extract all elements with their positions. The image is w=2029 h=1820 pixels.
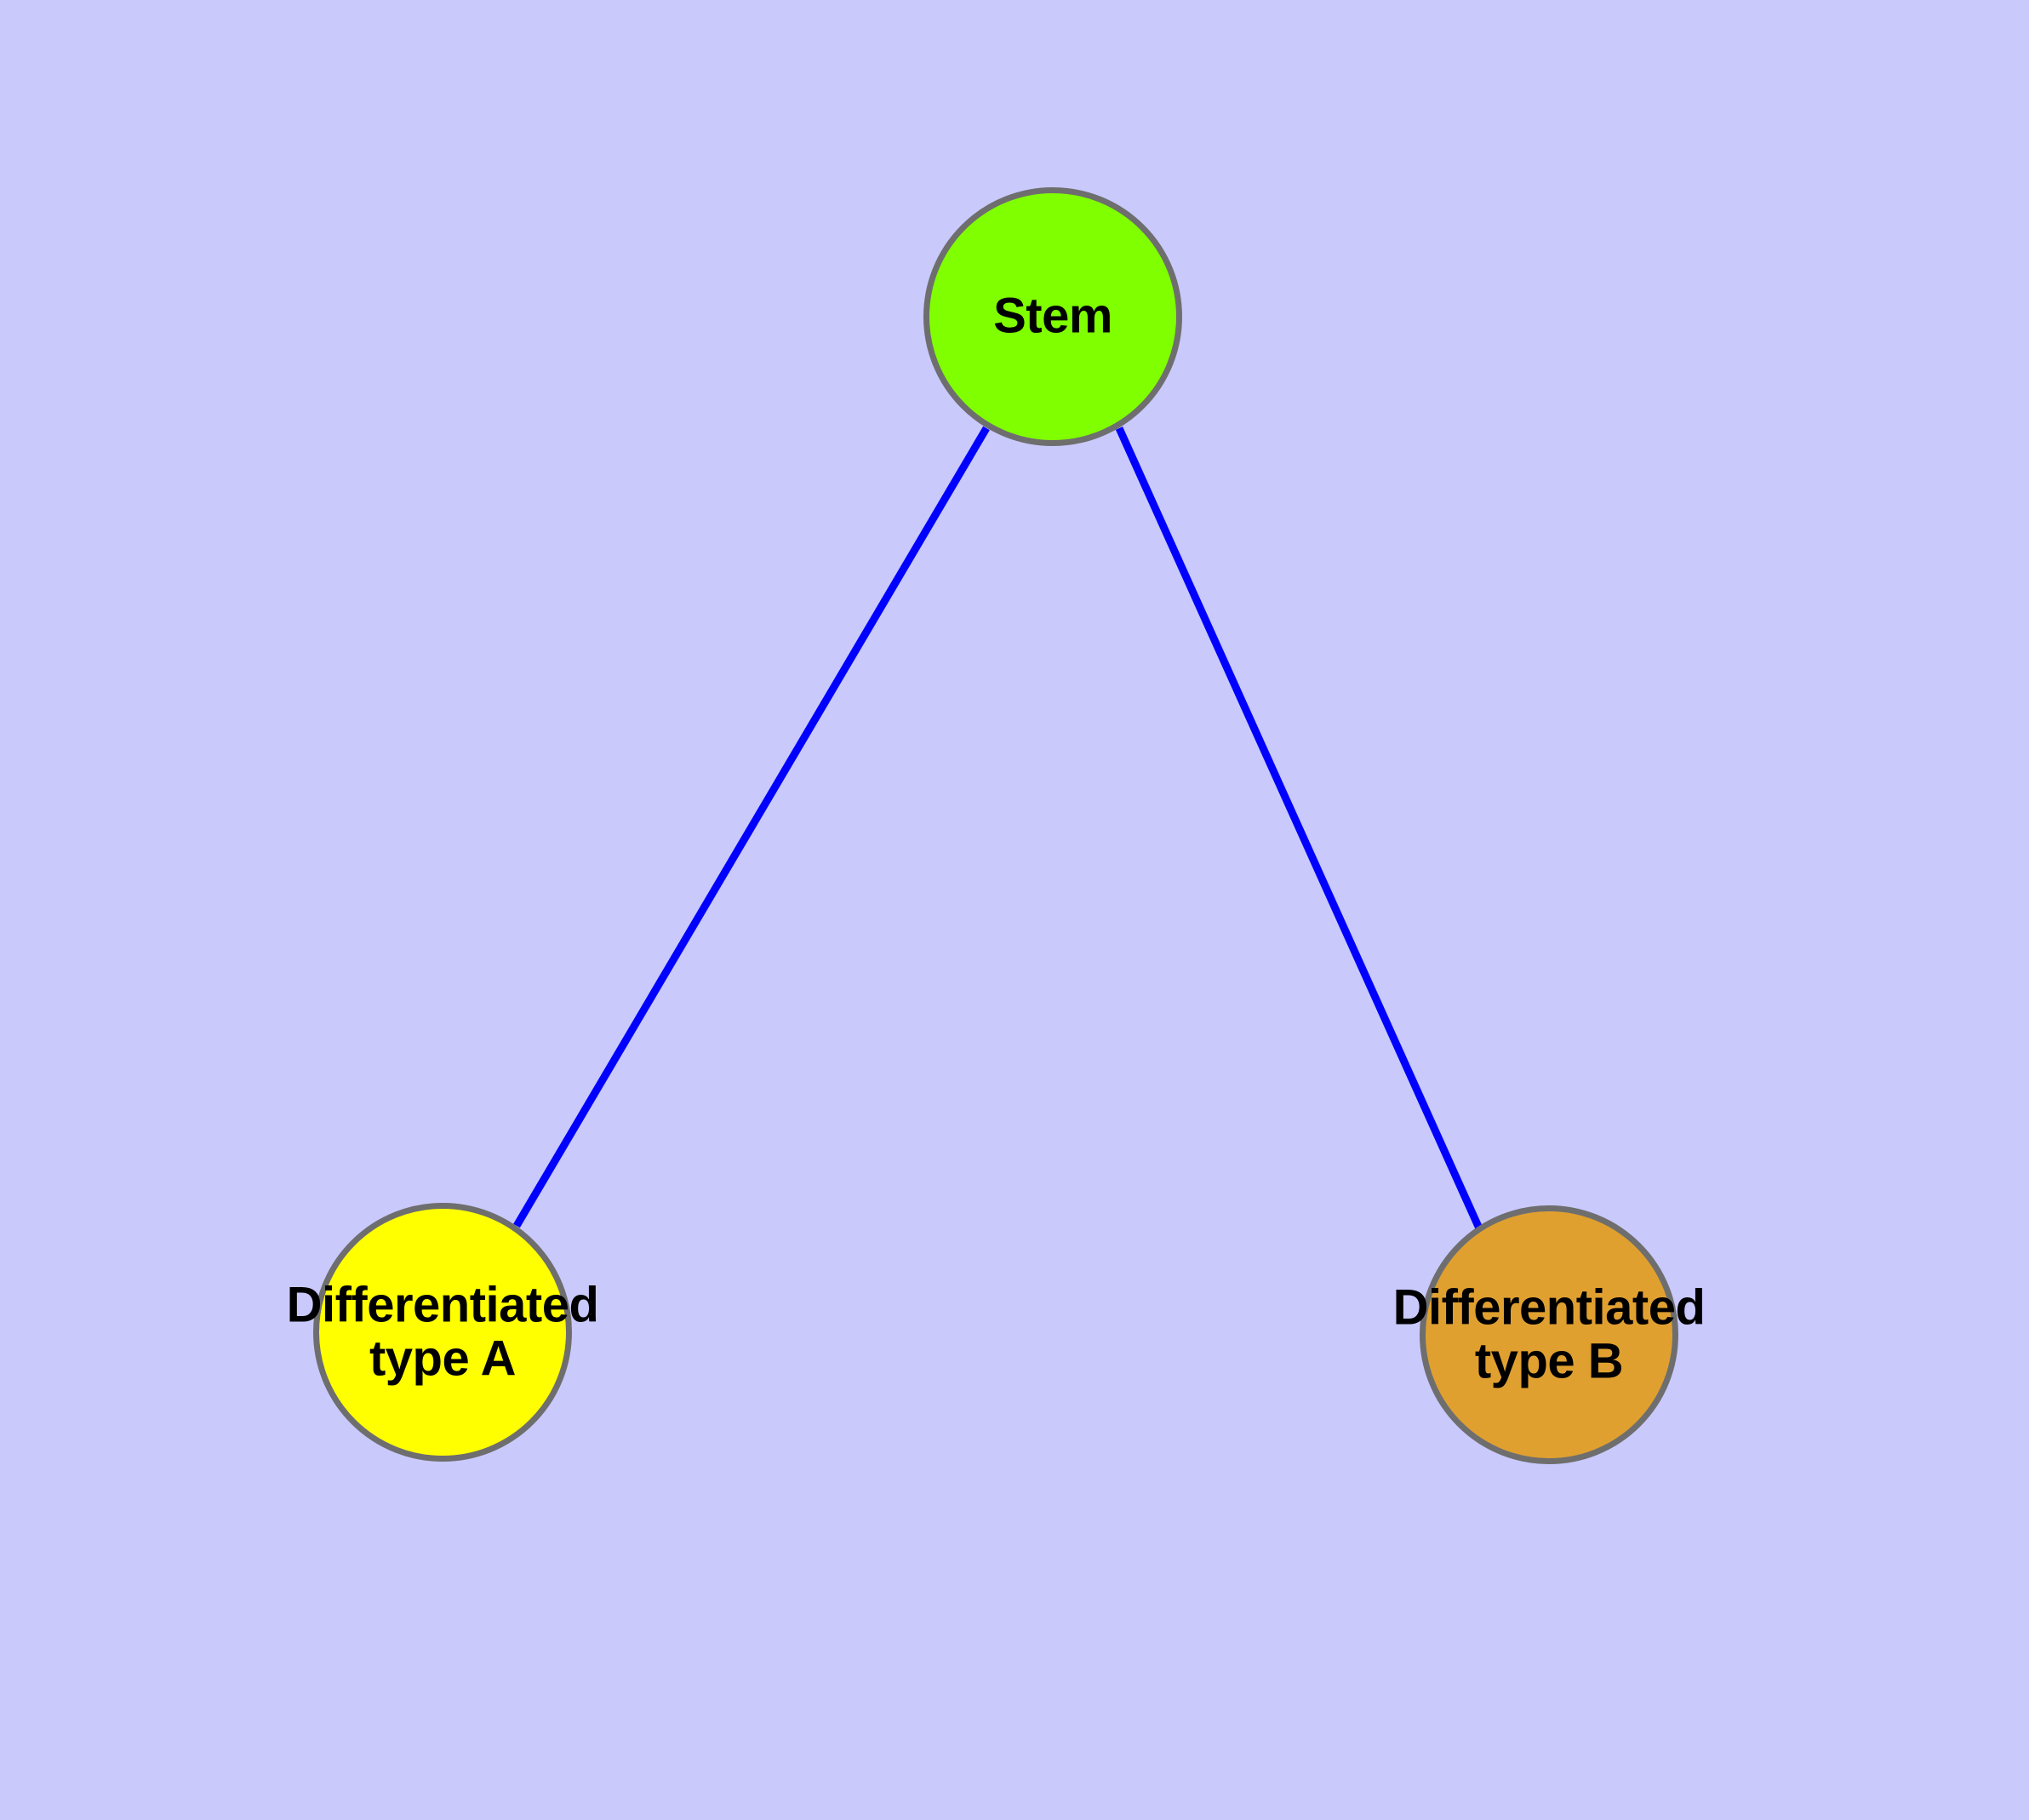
node-label-differentiated-type-b: Differentiated type B (1393, 1281, 1706, 1388)
node-label-differentiated-type-a: Differentiated type A (287, 1279, 599, 1385)
node-label-line: Differentiated (286, 1277, 599, 1333)
node-label-line: type A (369, 1331, 517, 1386)
node-label-stem: Stem (993, 288, 1112, 344)
edge-stem-to-differentiated-type-a (513, 426, 990, 1228)
node-differentiated-type-a[interactable]: Differentiated type A (287, 1203, 599, 1462)
node-label-line: Differentiated (1392, 1279, 1706, 1336)
node-stem[interactable]: Stem (923, 187, 1182, 446)
edge-stem-to-differentiated-type-b (1115, 426, 1483, 1230)
node-label-line: Stem (993, 288, 1112, 344)
node-differentiated-type-b[interactable]: Differentiated type B (1393, 1205, 1706, 1464)
node-label-line: type B (1474, 1333, 1624, 1388)
